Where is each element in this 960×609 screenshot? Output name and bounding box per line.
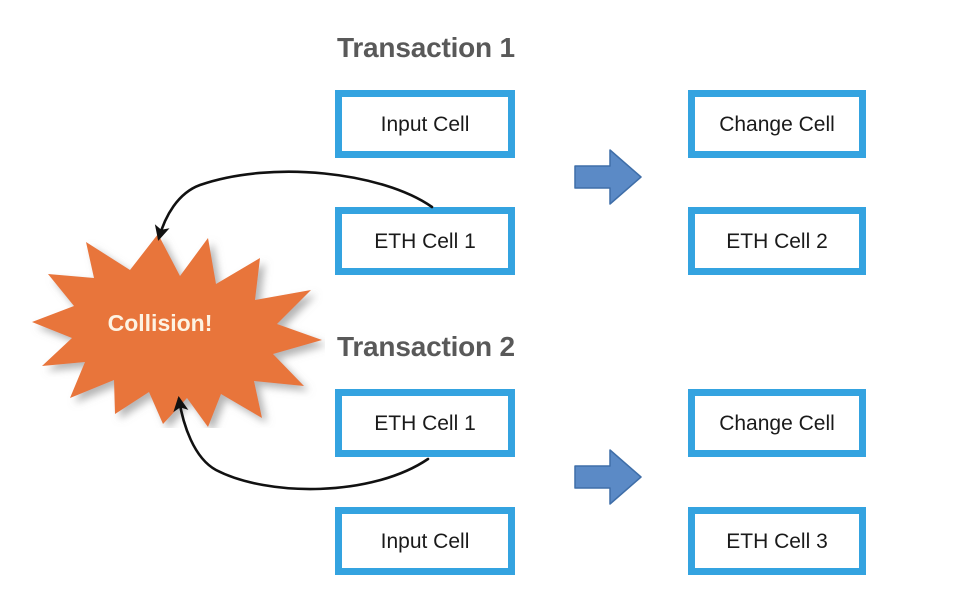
cell-label: ETH Cell 3	[726, 529, 828, 553]
cell-box-tx1-input-cell[interactable]: Input Cell	[335, 90, 515, 158]
cell-box-tx2-change-cell[interactable]: Change Cell	[688, 389, 866, 457]
right-arrow-icon-transaction-2	[572, 446, 644, 508]
right-arrow-icon-transaction-1	[572, 146, 644, 208]
cell-label: Change Cell	[719, 411, 835, 435]
cell-label: ETH Cell 1	[374, 229, 476, 253]
cell-label: Input Cell	[380, 112, 470, 136]
cell-box-tx2-eth-cell-3[interactable]: ETH Cell 3	[688, 507, 866, 575]
cell-box-tx2-eth-cell-1[interactable]: ETH Cell 1	[335, 389, 515, 457]
cell-box-tx1-change-cell[interactable]: Change Cell	[688, 90, 866, 158]
cell-label: Change Cell	[719, 112, 835, 136]
cell-box-tx1-eth-cell-2[interactable]: ETH Cell 2	[688, 207, 866, 275]
cell-label: Input Cell	[380, 529, 470, 553]
cell-label: ETH Cell 1	[374, 411, 476, 435]
collision-label: Collision!	[107, 310, 213, 336]
section-heading-transaction-1: Transaction 1	[337, 32, 515, 63]
cell-label: ETH Cell 2	[726, 229, 828, 253]
cell-box-tx1-eth-cell-1[interactable]: ETH Cell 1	[335, 207, 515, 275]
section-heading-transaction-2: Transaction 2	[337, 331, 515, 362]
starburst-icon-collision: Collision!	[30, 228, 325, 428]
cell-box-tx2-input-cell[interactable]: Input Cell	[335, 507, 515, 575]
